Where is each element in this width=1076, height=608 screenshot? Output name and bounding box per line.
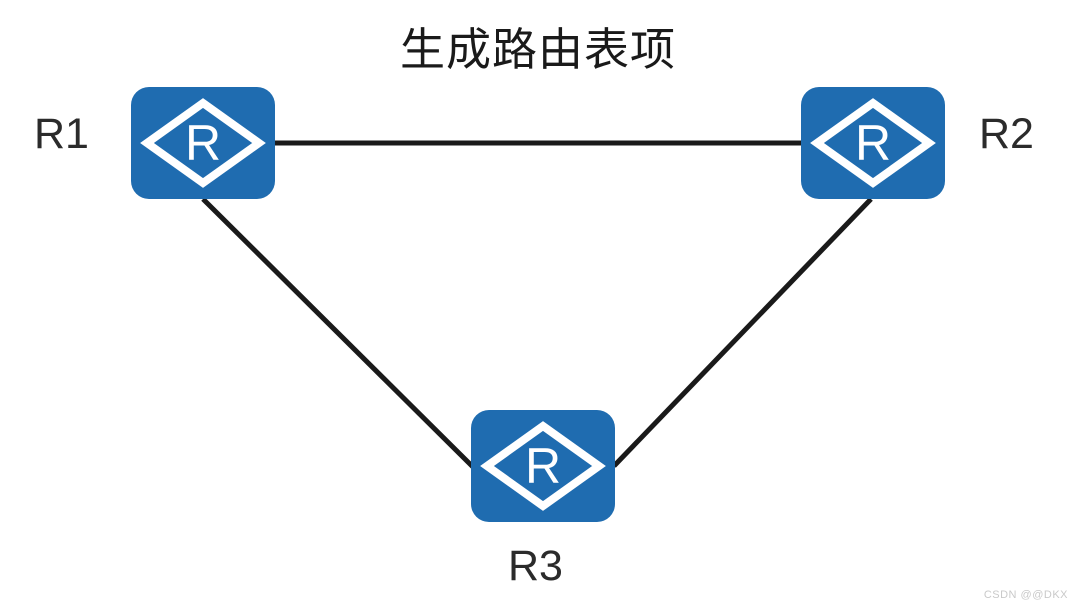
router-node-r2[interactable]: R xyxy=(801,87,945,199)
svg-text:R: R xyxy=(185,115,221,171)
router-icon: R xyxy=(810,98,936,188)
svg-text:R: R xyxy=(525,438,561,494)
router-label-r3: R3 xyxy=(508,542,563,590)
router-icon: R xyxy=(140,98,266,188)
router-node-r3[interactable]: R xyxy=(471,410,615,522)
router-label-r2: R2 xyxy=(979,110,1034,158)
link-r1-r3 xyxy=(201,197,475,469)
svg-text:R: R xyxy=(855,115,891,171)
watermark: CSDN @@DKX xyxy=(983,589,1068,601)
router-node-r1[interactable]: R xyxy=(131,87,275,199)
router-icon: R xyxy=(480,421,606,511)
page-title: 生成路由表项 xyxy=(399,23,676,76)
router-label-r1: R1 xyxy=(34,110,89,158)
link-r2-r3 xyxy=(612,197,873,468)
